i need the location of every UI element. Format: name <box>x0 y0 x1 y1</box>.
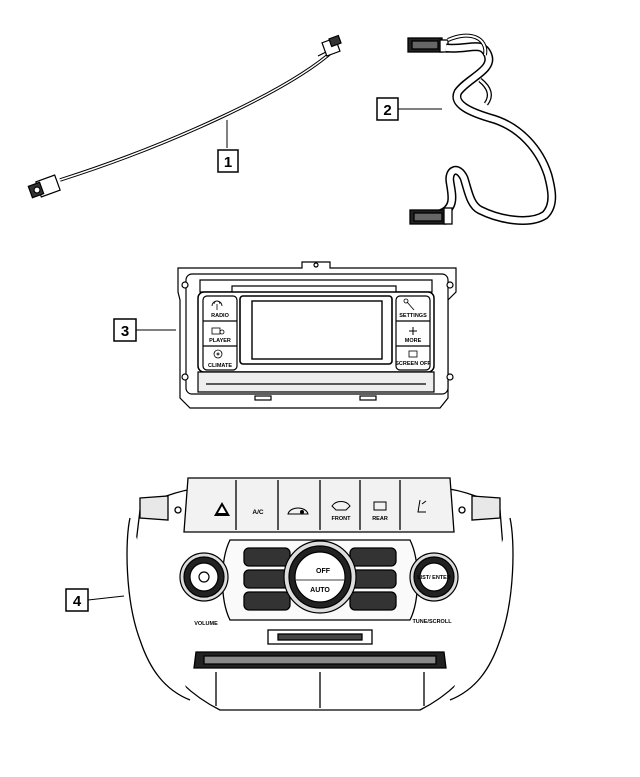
volume-label: VOLUME <box>194 621 218 627</box>
harness-connector-top <box>407 37 449 53</box>
callout-4-number: 4 <box>73 593 82 610</box>
right-knob <box>409 552 459 602</box>
callout-1: 1 <box>217 149 239 173</box>
settings-button-label: SETTINGS <box>399 313 427 319</box>
center-knob-bottom-label: AUTO <box>310 587 330 594</box>
front-button-label: FRONT <box>332 516 352 522</box>
player-button-label: PLAYER <box>209 338 231 344</box>
radio-button-label: RADIO <box>211 313 229 319</box>
screen-off-icon <box>408 350 418 358</box>
callout-1-number: 1 <box>224 154 232 171</box>
hazard-icon <box>214 502 230 516</box>
callout-4: 4 <box>65 588 89 612</box>
part-2-harness <box>407 33 557 225</box>
part-1-cable <box>27 34 342 199</box>
recirculation-icon <box>287 507 309 515</box>
cable-connector-right <box>317 34 342 57</box>
heated-seat-icon <box>417 499 427 513</box>
callout-2: 2 <box>376 97 399 121</box>
rear-button-label: REAR <box>372 516 388 522</box>
right-knob-label: LIST/ ENTER <box>417 575 451 581</box>
callout-3: 3 <box>113 318 137 342</box>
tune-scroll-label: TUNE/SCROLL <box>412 619 452 625</box>
more-button-label: MORE <box>405 338 422 344</box>
callout-3-number: 3 <box>121 323 129 340</box>
front-defrost-icon <box>331 501 351 511</box>
center-knob-top-label: OFF <box>316 568 331 575</box>
harness-connector-bottom <box>409 207 453 225</box>
radio-icon <box>211 300 223 310</box>
settings-icon <box>403 298 415 311</box>
center-climate-knob <box>283 540 357 614</box>
rear-defrost-icon <box>373 501 387 511</box>
player-icon <box>211 327 225 335</box>
screen-off-button-label: SCREEN OFF <box>395 361 431 367</box>
cable-connector-left <box>27 174 61 199</box>
part-3-radio-module <box>177 261 457 409</box>
climate-icon <box>213 349 223 359</box>
callout-2-number: 2 <box>383 102 391 119</box>
more-icon <box>409 327 417 335</box>
leader-4 <box>87 595 125 601</box>
volume-knob <box>179 552 229 602</box>
ac-button-label: A/C <box>252 509 264 516</box>
climate-button-label: CLIMATE <box>208 363 232 369</box>
